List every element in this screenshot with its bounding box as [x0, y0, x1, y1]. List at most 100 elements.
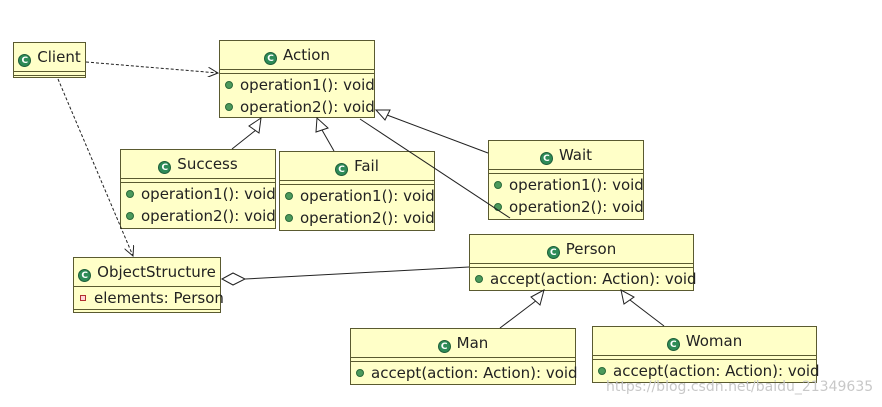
generalization-woman-person	[629, 299, 665, 327]
public-method-icon	[225, 81, 233, 89]
class-icon: C	[546, 246, 560, 259]
operations-section: accept(action: Action): void	[351, 361, 578, 384]
public-method-icon	[356, 369, 364, 377]
attributes-section	[470, 263, 693, 267]
class-icon: C	[666, 338, 680, 351]
class-header: C ObjectStructure	[74, 258, 220, 286]
attributes-section	[121, 178, 275, 182]
operation-label: operation2(): void	[141, 207, 276, 225]
class-icon: C	[158, 161, 172, 174]
operation-label: operation2(): void	[300, 209, 435, 227]
generalization-arrowhead	[315, 116, 329, 133]
operation: operation2(): void	[220, 96, 375, 118]
operations-section: operation1(): void operation2(): void	[121, 182, 276, 227]
generalization-arrowhead	[620, 289, 635, 305]
attributes-section	[220, 69, 374, 73]
class-wait[interactable]: C Wait operation1(): void operation2(): v…	[488, 140, 644, 220]
class-client[interactable]: C Client	[13, 42, 86, 78]
class-name: Action	[283, 46, 330, 64]
class-name: Wait	[558, 146, 593, 164]
operation: operation1(): void	[489, 174, 644, 196]
class-header: C Success	[121, 150, 275, 178]
association-person-action	[359, 118, 511, 219]
dependency-client-objectstructure	[57, 78, 133, 256]
operation-label: operation1(): void	[240, 76, 375, 94]
operation: operation2(): void	[280, 207, 435, 229]
class-name: ObjectStructure	[97, 263, 216, 281]
public-method-icon	[126, 190, 134, 198]
public-method-icon	[225, 103, 233, 111]
class-name: Man	[456, 334, 489, 352]
operation-label: operation1(): void	[141, 185, 276, 203]
class-woman[interactable]: C Woman accept(action: Action): void	[592, 326, 820, 383]
generalization-wait-action	[386, 114, 489, 154]
attributes-section	[14, 71, 85, 75]
operation-label: accept(action: Action): void	[613, 362, 820, 380]
attributes-section	[351, 357, 575, 361]
class-header: C Woman	[593, 327, 816, 355]
class-icon: C	[18, 54, 32, 67]
class-object-structure[interactable]: C ObjectStructure elements: Person	[73, 257, 224, 313]
operation: operation1(): void	[121, 183, 276, 205]
operation: accept(action: Action): void	[351, 362, 578, 384]
attributes-section	[489, 169, 643, 173]
dependency-client-action	[85, 61, 218, 73]
public-method-icon	[285, 192, 293, 200]
class-name: Person	[565, 240, 617, 258]
generalization-arrowhead	[530, 289, 545, 306]
class-header: C Man	[351, 329, 575, 357]
class-man[interactable]: C Man accept(action: Action): void	[350, 328, 578, 385]
operation-label: operation2(): void	[509, 198, 644, 216]
generalization-arrowhead	[374, 109, 391, 121]
operations-section: accept(action: Action): void	[593, 359, 820, 382]
operation-label: accept(action: Action): void	[490, 270, 697, 288]
field-label: elements: Person	[94, 289, 224, 307]
operation-label: operation2(): void	[240, 98, 375, 116]
class-success[interactable]: C Success operation1(): void operation2()…	[120, 149, 276, 229]
class-header: C Fail	[280, 152, 434, 180]
class-name: Client	[37, 48, 81, 66]
class-icon: C	[264, 52, 277, 65]
operations-section: operation1(): void operation2(): void	[280, 184, 435, 229]
class-icon: C	[437, 340, 451, 353]
operation: accept(action: Action): void	[470, 268, 697, 290]
class-name: Success	[177, 155, 238, 173]
attributes-section: elements: Person	[74, 286, 224, 309]
generalization-fail-action	[321, 129, 335, 152]
operation-label: accept(action: Action): void	[371, 364, 578, 382]
class-header: C Wait	[489, 141, 643, 169]
operation: operation1(): void	[220, 74, 375, 96]
generalization-success-action	[231, 129, 257, 150]
class-action[interactable]: C Action operation1(): void operation2():…	[219, 40, 375, 118]
class-fail[interactable]: C Fail operation1(): void operation2(): v…	[279, 151, 435, 231]
generalization-man-person	[499, 299, 538, 329]
operations-section: accept(action: Action): void	[470, 267, 697, 290]
class-header: C Person	[470, 235, 693, 263]
public-method-icon	[475, 275, 483, 283]
aggregation-objectstructure-person	[244, 266, 470, 280]
attributes-section	[593, 355, 816, 359]
class-header: C Client	[14, 43, 85, 71]
operation: operation2(): void	[121, 205, 276, 227]
class-person[interactable]: C Person accept(action: Action): void	[469, 234, 697, 291]
public-method-icon	[285, 214, 293, 222]
class-icon: C	[539, 152, 553, 165]
public-method-icon	[598, 367, 606, 375]
public-method-icon	[494, 181, 502, 189]
private-field-icon	[80, 295, 86, 301]
aggregation-diamond	[220, 272, 247, 286]
operation-label: operation1(): void	[300, 187, 435, 205]
class-icon: C	[78, 269, 92, 282]
watermark: https://blog.csdn.net/baidu_21349635	[606, 379, 874, 395]
attributes-section	[280, 180, 434, 184]
class-name: Fail	[354, 157, 379, 175]
operations-section	[14, 75, 85, 78]
operation: operation1(): void	[280, 185, 435, 207]
generalization-arrowhead	[248, 116, 262, 134]
class-header: C Action	[220, 41, 374, 69]
field: elements: Person	[74, 287, 224, 309]
public-method-icon	[126, 212, 134, 220]
class-icon: C	[335, 163, 349, 176]
class-name: Woman	[685, 332, 743, 350]
